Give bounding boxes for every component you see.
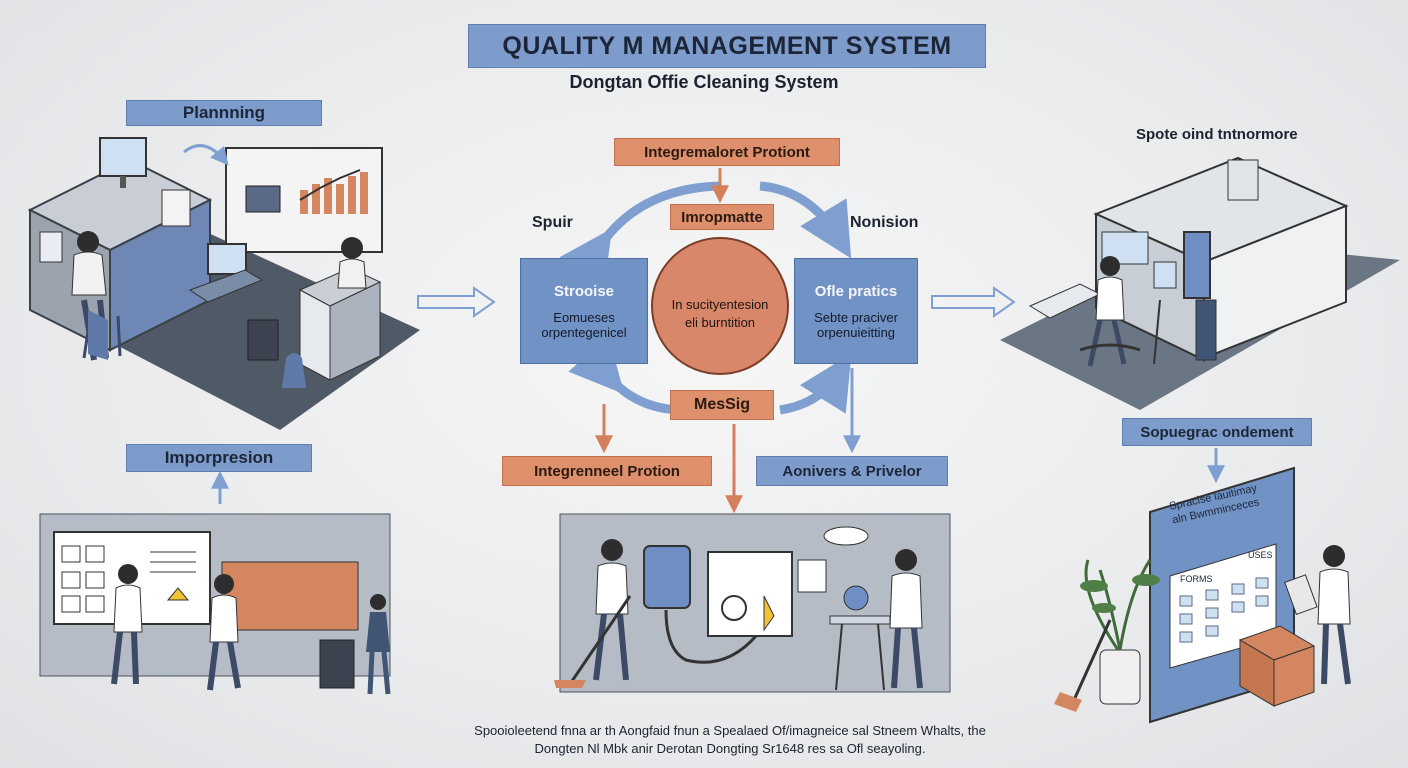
cycle-inner-top-label: Imropmatte <box>670 204 774 230</box>
footer-line2: Dongten Nl Mbk anir Derotan Dongting Sr1… <box>534 741 926 756</box>
practice-box-line1: Sebte praciver <box>814 309 898 325</box>
center-circle <box>651 237 789 375</box>
board-forms-label: FORMS <box>1180 574 1213 584</box>
center-circle-text: In sucityentesion eli burntition <box>652 296 788 332</box>
strategy-box-line2: orpentegenicel <box>541 324 627 340</box>
cycle-arrows <box>211 168 1225 514</box>
impression-illustration <box>39 513 391 695</box>
cycle-bottom-right-label: Aonivers & Privelor <box>756 456 948 486</box>
cycle-bottom-left-label: Integrenneel Protion <box>502 456 712 486</box>
planning-office-illustration <box>27 137 420 430</box>
center-circle-line1: In sucityentesion <box>671 297 769 312</box>
practice-box-line2: orpenuieitting <box>816 324 896 340</box>
room-illustration <box>1000 156 1400 410</box>
impression-label: Imporpresion <box>126 444 312 472</box>
room-caption: Spote oind tntnormore <box>1136 126 1298 143</box>
cycle-inner-bottom-label: MesSig <box>670 390 774 420</box>
strategy-box-line1: Eomueses <box>553 309 615 325</box>
board-illustration <box>1054 466 1351 724</box>
improvement-label: Sopuegrac ondement <box>1122 418 1312 446</box>
practice-box-title: Ofle pratics <box>814 282 898 300</box>
strategy-box: Strooise Eomueses orpentegenicel <box>520 258 648 364</box>
page-title: QUALITY M MANAGEMENT SYSTEM <box>468 24 986 68</box>
cleaning-illustration <box>554 513 951 693</box>
practice-box: Ofle pratics Sebte praciver orpenuieitti… <box>794 258 918 364</box>
board-uses-label: USES <box>1248 550 1273 560</box>
cycle-right-text: Nonision <box>850 214 919 231</box>
cycle-left-text: Spuir <box>532 214 573 231</box>
cycle-top-label: Integremaloret Protiont <box>614 138 840 166</box>
planning-label: Plannning <box>126 100 322 126</box>
center-circle-line2: eli burntition <box>684 315 756 330</box>
strategy-box-title: Strooise <box>553 282 614 300</box>
footer-caption: Spooioleetend fnna ar th Aongfaid fnun a… <box>420 722 1040 758</box>
page-subtitle: Dongtan Offie Cleaning System <box>569 72 839 92</box>
footer-line1: Spooioleetend fnna ar th Aongfaid fnun a… <box>474 723 986 738</box>
